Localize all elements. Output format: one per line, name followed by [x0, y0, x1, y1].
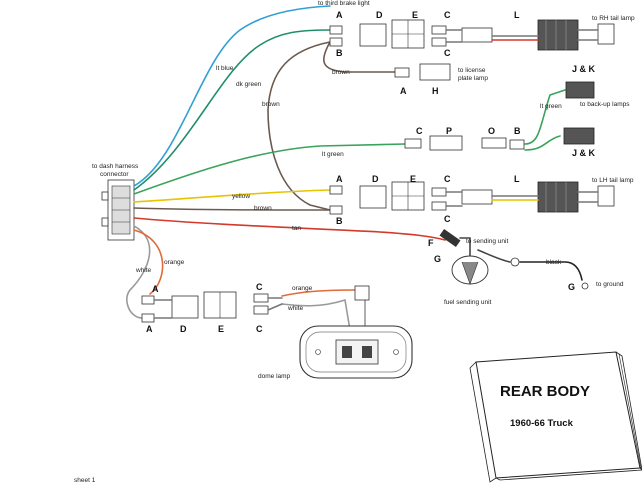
fuel-sending-unit	[439, 228, 589, 290]
letter-D-dome: D	[180, 324, 187, 334]
label-backup: to back-up lamps	[580, 101, 630, 108]
wire-black-ground	[519, 261, 583, 281]
wire-label-black: black	[546, 259, 562, 266]
letter-A-dome2: A	[146, 324, 153, 334]
dome-lamp	[299, 325, 413, 379]
letter-E-dome: E	[218, 324, 224, 334]
letter-G-ground: G	[568, 282, 575, 292]
letter-D-top: D	[376, 10, 383, 20]
letter-JK-top: J & K	[572, 64, 596, 74]
wire-brown-mid	[133, 207, 331, 211]
label-sheet: sheet 1	[74, 477, 96, 484]
label-license-2: plate lamp	[458, 75, 488, 82]
letter-C-dome: C	[256, 282, 263, 292]
wire-white	[126, 225, 151, 319]
letter-A-plate: A	[400, 86, 407, 96]
letter-B-top: B	[336, 48, 343, 58]
wire-label-white-dome: white	[287, 305, 304, 312]
letter-C-mid: C	[416, 126, 423, 136]
wire-orange	[133, 229, 164, 295]
wire-label-lt-green-right: lt green	[540, 103, 562, 110]
wire-rh-tail-harness	[445, 29, 599, 43]
letter-C-dome2: C	[256, 324, 263, 334]
letter-A-top: A	[336, 10, 343, 20]
letter-D-lh: D	[372, 174, 379, 184]
letter-A-dome: A	[152, 284, 159, 294]
book-title: REAR BODY	[500, 383, 590, 400]
letter-H-plate: H	[432, 86, 439, 96]
letter-E-lh: E	[410, 174, 416, 184]
label-license-1: to license	[458, 67, 486, 74]
letter-C-lh2: C	[444, 214, 451, 224]
wire-white-dome	[281, 298, 366, 331]
letter-B-mid: B	[514, 126, 521, 136]
wire-label-lt-blue: lt blue	[216, 65, 234, 72]
dash-harness-connector	[101, 179, 135, 241]
label-sending-unit: to sending unit	[466, 238, 508, 245]
lh-tail-connectors	[329, 181, 615, 215]
wire-lt-green	[133, 143, 406, 195]
wire-yellow	[133, 189, 331, 203]
letter-B-lh: B	[336, 216, 343, 226]
wire-label-yellow: yellow	[232, 193, 250, 200]
label-lh-tail: to LH tail lamp	[592, 177, 634, 184]
wire-label-brown-plate: brown	[332, 69, 350, 76]
wire-brown-loop	[267, 41, 331, 211]
wire-lt-green-backup	[524, 89, 566, 151]
wire-brown-plate	[322, 41, 396, 73]
label-ground: to ground	[596, 281, 624, 288]
label-rh-tail: to RH tail lamp	[592, 15, 635, 22]
letter-C-lh: C	[444, 174, 451, 184]
wire-label-white: white	[135, 267, 152, 274]
wire-label-dk-green: dk green	[236, 81, 262, 88]
letter-L-lh: L	[514, 174, 520, 184]
label-third-brake: to third brake light	[318, 0, 370, 7]
letter-C-top2: C	[444, 48, 451, 58]
book-subtitle: 1960-66 Truck	[510, 418, 574, 429]
wire-dk-green	[133, 29, 331, 191]
top-row-connectors	[329, 19, 615, 51]
letter-C-top: C	[444, 10, 451, 20]
letter-E-top: E	[412, 10, 418, 20]
letter-JK-bottom: J & K	[572, 148, 596, 158]
wire-tan	[133, 217, 446, 241]
letter-A-lh: A	[336, 174, 343, 184]
wire-lt-blue	[133, 5, 331, 187]
wire-lh-tail-harness	[445, 191, 599, 207]
dash-harness-label-1: to dash harness	[92, 163, 139, 170]
license-connectors	[394, 63, 451, 81]
label-dome-lamp: dome lamp	[258, 373, 291, 380]
wire-label-lt-green: lt green	[322, 151, 344, 158]
dash-harness-label-2: connector	[100, 171, 129, 178]
wire-dome-harness	[153, 297, 283, 319]
wire-label-brown-top: brown	[262, 101, 280, 108]
label-fuel-unit: fuel sending unit	[444, 299, 492, 306]
wire-label-orange: orange	[164, 259, 185, 266]
wire-orange-dome	[281, 289, 356, 297]
letter-L-top: L	[514, 10, 520, 20]
letter-O-mid: O	[488, 126, 495, 136]
wire-label-tan: tan	[292, 225, 301, 232]
letter-G-fuel: G	[434, 254, 441, 264]
wire-label-brown-mid: brown	[254, 205, 272, 212]
letter-P-mid: P	[446, 126, 452, 136]
rear-body-book	[469, 351, 642, 483]
dome-connectors	[141, 285, 370, 323]
lt-green-connectors	[404, 81, 595, 151]
letter-F: F	[428, 238, 434, 248]
wire-label-orange-dome: orange	[292, 285, 313, 292]
